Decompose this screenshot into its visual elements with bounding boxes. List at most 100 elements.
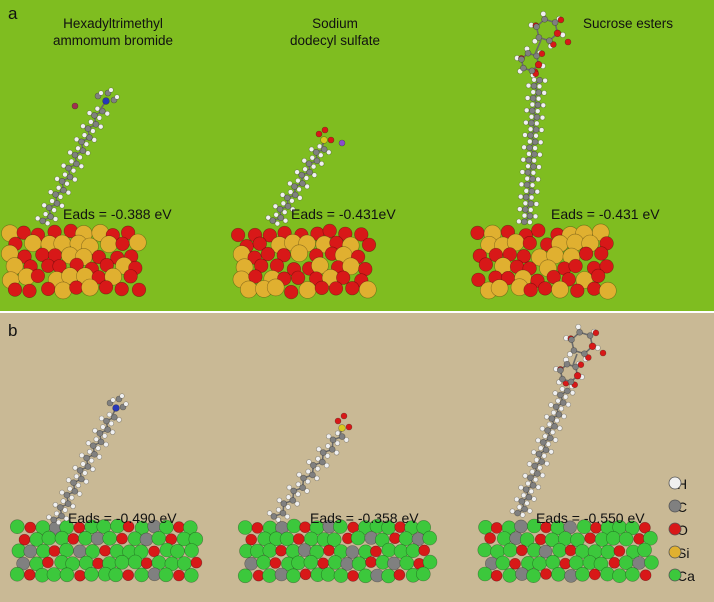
o-atom xyxy=(490,569,503,582)
h-atom xyxy=(324,462,330,469)
h-atom xyxy=(520,157,526,163)
c-atom xyxy=(538,458,546,465)
h-atom xyxy=(82,470,88,476)
h-atom xyxy=(334,440,341,446)
c-atom xyxy=(269,217,277,224)
s-atom xyxy=(320,136,328,144)
h-atom xyxy=(68,495,75,501)
legend-label-o: O xyxy=(677,522,688,538)
h-atom xyxy=(285,494,292,500)
c-atom xyxy=(53,200,61,207)
h-atom xyxy=(96,115,103,121)
ca-atom xyxy=(545,554,561,570)
h-atom xyxy=(81,132,88,138)
c-atom xyxy=(563,360,571,368)
panel-b-label: b xyxy=(8,321,18,340)
h-atom xyxy=(284,513,290,520)
h-atom xyxy=(534,108,541,114)
h-atom xyxy=(62,507,68,513)
legend-label-h: H xyxy=(677,476,688,492)
h-atom xyxy=(540,10,547,17)
ca-atom xyxy=(41,530,57,546)
h-atom xyxy=(343,437,350,443)
sucrose-ester-molecule-b xyxy=(509,323,607,518)
o-atom xyxy=(361,237,377,252)
c-atom xyxy=(79,147,87,154)
h-atom xyxy=(297,195,303,201)
h-atom xyxy=(78,163,85,170)
h-atom xyxy=(57,194,64,200)
c-atom xyxy=(312,149,320,156)
h-atom xyxy=(536,164,542,170)
ca-atom xyxy=(405,543,421,558)
h-atom xyxy=(565,401,571,408)
o-atom-icon xyxy=(668,522,682,536)
ca-atom xyxy=(114,555,130,570)
o-atom xyxy=(584,532,597,544)
c-atom xyxy=(559,399,567,406)
h-atom xyxy=(100,424,106,430)
h-atom xyxy=(540,102,546,109)
h-atom xyxy=(554,417,560,424)
o-atom xyxy=(92,557,104,570)
h-atom xyxy=(98,415,105,422)
o-atom xyxy=(284,285,299,300)
h-atom xyxy=(562,394,569,400)
c-atom xyxy=(298,171,306,179)
na-atom xyxy=(338,139,346,147)
c-atom xyxy=(58,178,66,185)
bond xyxy=(572,353,578,366)
c-atom xyxy=(309,462,317,469)
o-atom xyxy=(531,223,546,238)
h-atom xyxy=(70,503,76,510)
c-atom xyxy=(528,119,535,127)
h-atom xyxy=(532,38,538,45)
h-atom xyxy=(90,466,96,472)
h-atom xyxy=(548,402,554,408)
ca-atom xyxy=(644,555,659,570)
c-atom xyxy=(514,519,528,534)
ca-atom xyxy=(643,530,658,546)
ca-atom xyxy=(286,518,302,534)
h-atom xyxy=(80,461,86,467)
h-atom xyxy=(67,486,73,492)
ca-atom xyxy=(158,567,174,583)
h-atom xyxy=(308,146,315,153)
h-atom xyxy=(526,461,533,467)
o-atom xyxy=(561,272,576,287)
o-atom xyxy=(588,342,597,350)
h-atom xyxy=(282,209,288,215)
eads-label-b2: Eads = -0.358 eV xyxy=(310,510,419,526)
h-atom-icon xyxy=(668,476,682,490)
h-atom xyxy=(535,176,541,183)
h-atom xyxy=(539,472,546,479)
o-atom xyxy=(347,570,359,582)
h-atom xyxy=(275,517,281,523)
c-atom xyxy=(280,500,288,507)
ca-atom xyxy=(398,531,414,546)
ca-atom xyxy=(350,530,366,546)
c-atom xyxy=(328,446,336,453)
c-atom xyxy=(542,446,550,454)
ca-atom xyxy=(36,543,51,559)
c-atom xyxy=(92,121,100,128)
c-atom xyxy=(524,49,532,57)
h-atom xyxy=(273,212,279,218)
h-atom xyxy=(93,436,100,443)
h-atom xyxy=(304,488,310,494)
o-atom xyxy=(48,545,61,557)
ca-atom xyxy=(478,520,493,535)
c-atom xyxy=(64,500,72,507)
legend-item-ca: Ca xyxy=(668,568,695,584)
h-atom xyxy=(109,429,116,435)
h-atom xyxy=(532,213,539,220)
h-atom xyxy=(318,161,325,167)
h-atom xyxy=(295,177,301,184)
molecule-title-sucrose-line1: Sucrose esters xyxy=(582,16,674,31)
h-atom xyxy=(104,110,111,117)
h-atom xyxy=(534,120,540,127)
h-atom xyxy=(527,138,533,145)
o-atom xyxy=(140,557,153,569)
c-atom xyxy=(139,532,154,547)
